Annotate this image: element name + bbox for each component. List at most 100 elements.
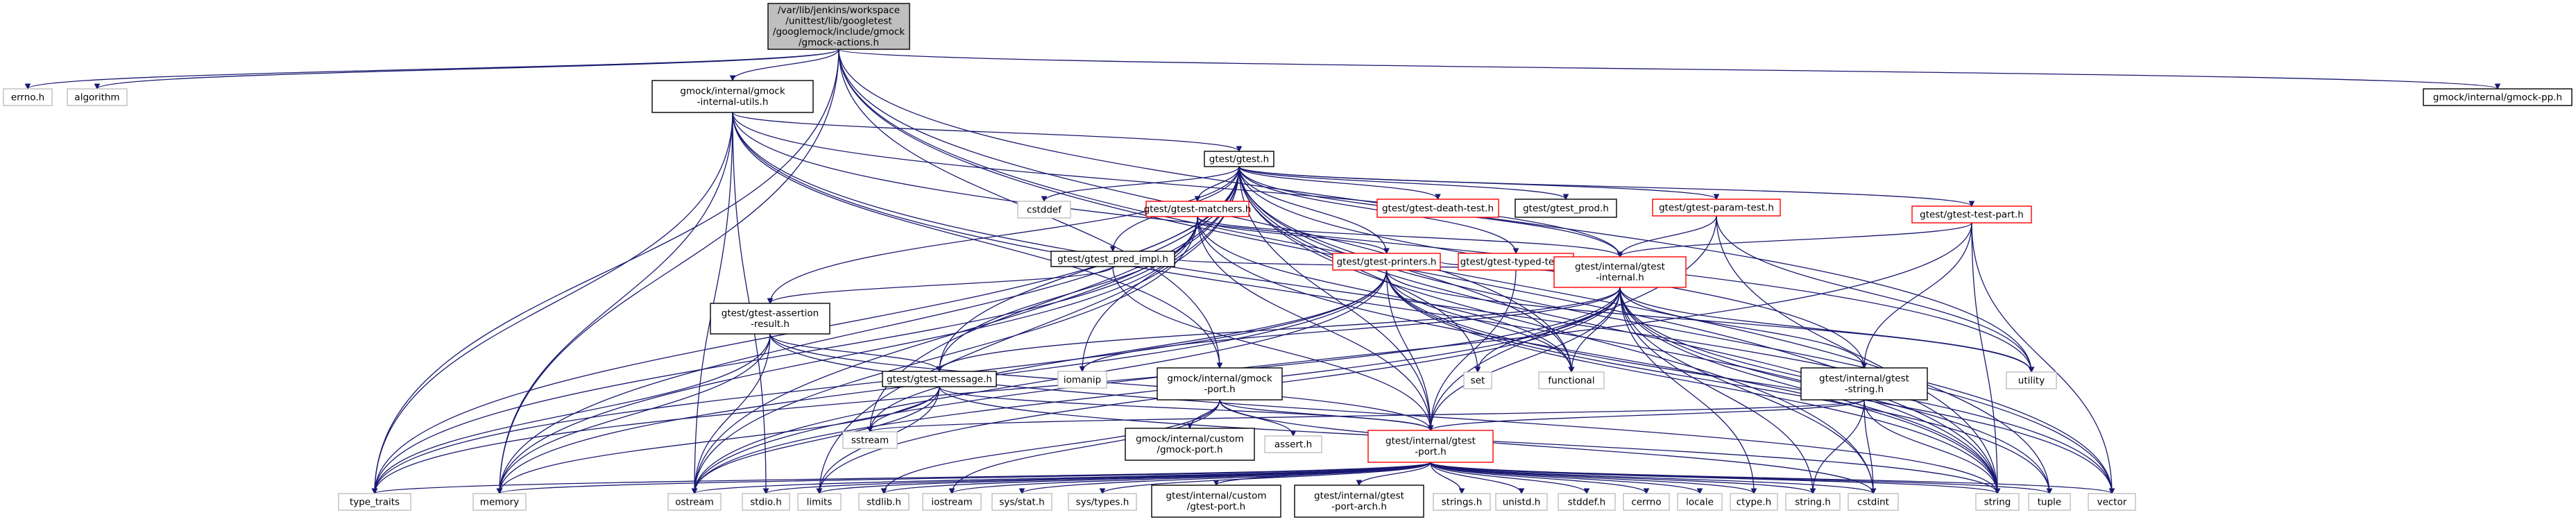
edge-internal-to-type_traits — [374, 287, 1621, 494]
arrowhead-gport-to-vector — [2108, 488, 2115, 495]
node-gmock-utils[interactable]: gmock/internal/gmock-internal-utils.h — [651, 80, 814, 113]
node-cerrno: cerrno — [1623, 493, 1670, 511]
edge-gtest_h-to-ostream — [694, 166, 1240, 494]
node-testpart[interactable]: gtest/gtest-test-part.h — [1911, 205, 2032, 224]
arrowhead-gstring-to-sstream — [867, 426, 873, 433]
edge-root-to-gmock_pp — [838, 49, 2498, 90]
node-label-line: functional — [1548, 375, 1594, 386]
node-box — [1145, 201, 1249, 217]
node-label-line: set — [1471, 375, 1485, 386]
node-printers[interactable]: gtest/gtest-printers.h — [1332, 253, 1441, 271]
arrowhead-gport-to-stdio — [762, 488, 769, 495]
arrowhead-gport-to-port_arch — [1356, 480, 1363, 487]
arrowhead-gtest_h-to-testpart — [1968, 201, 1975, 208]
node-gmock-port[interactable]: gmock/internal/gmock-port.h — [1157, 367, 1283, 401]
node-box — [1463, 371, 1492, 389]
node-box — [767, 3, 910, 50]
node-box — [1050, 251, 1175, 267]
node-root[interactable]: /var/lib/jenkins/workspace/unittest/lib/… — [767, 3, 910, 50]
node-type-traits: type_traits — [338, 493, 411, 511]
edge-root-to-type_traits — [374, 49, 839, 494]
edge-gmock_utils-to-type_traits — [374, 112, 733, 494]
arrowhead-root-to-gmock_pp — [2494, 83, 2501, 90]
node-gtest-h[interactable]: gtest/gtest.h — [1204, 151, 1274, 167]
arrowhead-root-to-gmock_utils — [729, 75, 736, 82]
edge-gmock_utils-to-gmock_port — [732, 112, 1220, 369]
node-box — [1677, 493, 1723, 511]
edge-gport-to-port_arch — [1358, 462, 1431, 486]
node-box — [842, 431, 898, 449]
arrowhead-gport-to-custom_gtest_port — [1213, 480, 1220, 487]
node-set: set — [1463, 371, 1492, 389]
node-param[interactable]: gtest/gtest-param-test.h — [1652, 199, 1781, 217]
node-death[interactable]: gtest/gtest-death-test.h — [1376, 199, 1499, 218]
node-strings: strings.h — [1433, 493, 1491, 511]
edge-root-to-tuple — [838, 49, 2050, 494]
edge-matchers-to-type_traits — [374, 216, 1198, 494]
node-box — [1623, 493, 1670, 511]
arrowhead-root-to-algorithm — [94, 83, 101, 90]
edge-root-to-memory — [499, 49, 839, 494]
node-label-line: gmock/internal/gmock-pp.h — [2433, 92, 2562, 103]
edge-gport-to-memory — [499, 462, 1431, 494]
node-label-line: gtest/gtest-death-test.h — [1382, 203, 1494, 214]
node-box — [1652, 199, 1781, 217]
edge-matchers-to-internal — [1197, 216, 1621, 258]
arrowhead-gmock_utils-to-gmock_port — [1216, 362, 1223, 369]
edge-typed-to-gport — [1430, 269, 1517, 431]
edge-gstring-to-cstdint — [1863, 399, 1874, 494]
node-cstdint: cstdint — [1848, 493, 1899, 511]
node-custom-gmock-port[interactable]: gmock/internal/custom/gmock-port.h — [1125, 428, 1255, 461]
node-port-arch[interactable]: gtest/internal/gtest-port-arch.h — [1294, 485, 1424, 518]
edge-gstring-to-string — [1863, 399, 1998, 494]
node-label-line: /unittest/lib/googletest — [785, 16, 892, 27]
node-box — [1204, 151, 1274, 167]
edge-gmock_utils-to-gtest_h — [732, 112, 1240, 152]
edge-matchers-to-ostream — [694, 216, 1198, 494]
node-label-line: assert.h — [1274, 439, 1312, 450]
edge-printers-to-sstream — [869, 269, 1388, 432]
node-box — [2028, 493, 2071, 511]
edge-gtest_h-to-cstddef — [1043, 166, 1240, 202]
edge-gmock_port-to-stdlib — [883, 399, 1220, 494]
edge-testpart-to-string — [1971, 222, 1998, 494]
node-gport[interactable]: gtest/internal/gtest-port.h — [1367, 430, 1494, 463]
node-prod[interactable]: gtest/gtest_prod.h — [1515, 199, 1617, 218]
edge-gmock_utils-to-string — [732, 112, 1998, 494]
node-label-line: gtest/internal/gtest — [1819, 373, 1909, 385]
node-label-line: -internal.h — [1596, 272, 1644, 283]
node-box — [651, 80, 814, 113]
node-internal[interactable]: gtest/internal/gtest-internal.h — [1553, 256, 1687, 288]
node-gstring[interactable]: gtest/internal/gtest-string.h — [1800, 367, 1928, 401]
node-label-line: gtest/gtest-test-part.h — [1920, 209, 2024, 220]
node-box — [1125, 428, 1255, 461]
arrowhead-testpart-to-internal — [1617, 251, 1623, 258]
arrowhead-pred-to-assertion — [767, 298, 774, 305]
node-label-line: -port.h — [1415, 446, 1446, 457]
edge-printers-to-ostream — [694, 269, 1388, 494]
node-label-line: iostream — [931, 496, 972, 507]
node-pred[interactable]: gtest/gtest_pred_impl.h — [1050, 251, 1175, 267]
node-matchers[interactable]: gtest/gtest-matchers.h — [1144, 201, 1252, 217]
node-label-line: iomanip — [1064, 374, 1101, 385]
edge-param-to-string — [1716, 215, 1998, 494]
edge-internal-to-ctype — [1619, 287, 1755, 494]
arrowhead-gport-to-limits — [816, 488, 823, 495]
node-assert: assert.h — [1264, 435, 1322, 453]
edge-internal-to-cstdint — [1619, 287, 1874, 494]
node-custom-gtest-port[interactable]: gtest/internal/custom/gtest-port.h — [1151, 485, 1281, 518]
node-vector: vector — [2088, 493, 2136, 511]
node-errno: errno.h — [3, 88, 53, 106]
arrowhead-internal-to-gstring — [1861, 362, 1868, 369]
node-gmock-pp[interactable]: gmock/internal/gmock-pp.h — [2423, 88, 2573, 106]
node-box — [858, 493, 910, 511]
node-box — [667, 493, 722, 511]
node-box — [1538, 371, 1605, 389]
node-assertion[interactable]: gtest/gtest-assertion-result.h — [710, 303, 830, 335]
node-message[interactable]: gtest/gtest-message.h — [882, 371, 997, 387]
edge-gport-to-stddef — [1430, 462, 1587, 494]
node-label-line: gmock/internal/custom — [1136, 434, 1244, 445]
arrowhead-gport-to-stddef — [1583, 488, 1590, 495]
arrowhead-gport-to-ctype — [1750, 488, 1757, 495]
node-box — [710, 303, 830, 335]
